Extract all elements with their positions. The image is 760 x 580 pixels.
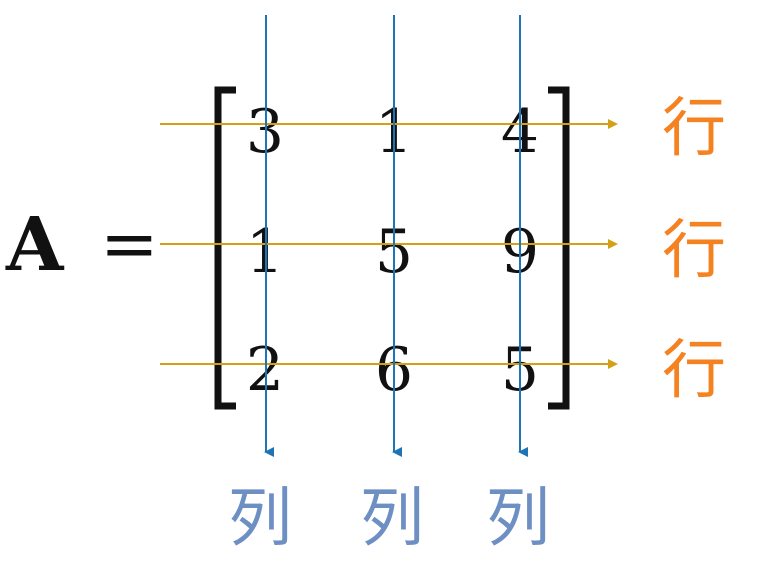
equals-sign: = bbox=[100, 203, 159, 285]
left-bracket bbox=[214, 86, 236, 410]
right-bracket bbox=[548, 86, 570, 410]
column-label-1: 列 bbox=[228, 482, 292, 556]
row-label-1: 行 bbox=[662, 92, 726, 166]
row-label-3: 行 bbox=[662, 334, 726, 408]
row-label-2: 行 bbox=[662, 214, 726, 288]
column-label-3: 列 bbox=[486, 482, 550, 556]
matrix-name: A bbox=[5, 202, 65, 288]
column-label-2: 列 bbox=[360, 482, 424, 556]
